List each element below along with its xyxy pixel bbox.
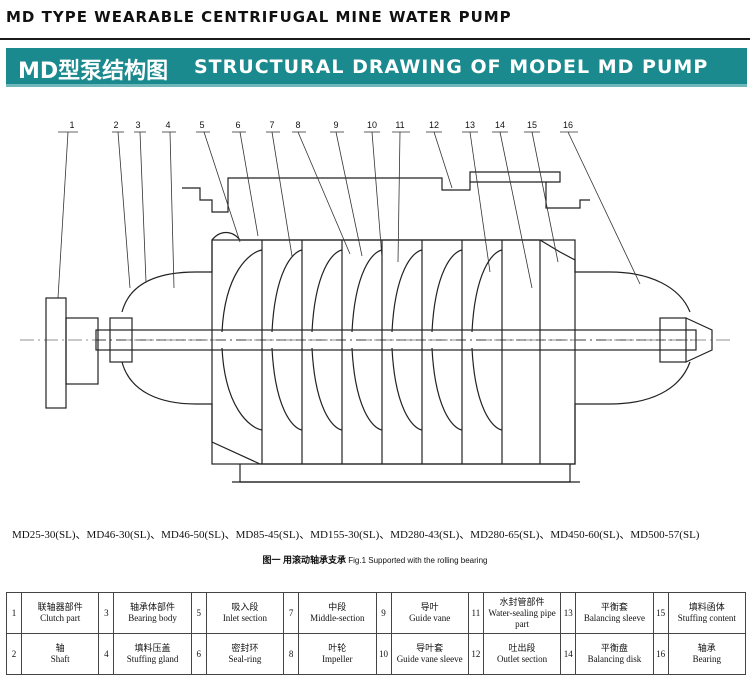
callout-2: 2 — [113, 120, 118, 130]
callout-6: 6 — [235, 120, 240, 130]
model-list: MD25-30(SL)、MD46-30(SL)、MD46-50(SL)、MD85… — [12, 529, 700, 541]
part-number: 10 — [375, 633, 392, 675]
callout-4: 4 — [165, 120, 170, 130]
part-name-en: Guide vane — [409, 613, 451, 623]
callout-1: 1 — [69, 120, 74, 130]
part-name-cn: 密封环 — [231, 643, 259, 653]
part-number: 15 — [652, 592, 669, 634]
part-name-cn: 吐出段 — [508, 643, 536, 653]
section-banner: MD型泵结构图 STRUCTURAL DRAWING OF MODEL MD P… — [6, 48, 747, 87]
part-name-cn: 轴承体部件 — [130, 602, 176, 612]
title-rule — [0, 38, 750, 40]
callout-13: 13 — [465, 120, 475, 130]
part-name-en: Balancing disk — [587, 654, 642, 664]
part-number: 6 — [190, 633, 207, 675]
callout-16: 16 — [563, 120, 573, 130]
part-name-en: Water-sealing pipe part — [488, 607, 556, 629]
callout-9: 9 — [333, 120, 338, 130]
part-number: 2 — [6, 633, 22, 675]
callout-3: 3 — [135, 120, 140, 130]
part-name-cn: 填料压盖 — [134, 643, 171, 653]
caption-en: Fig.1 Supported with the rolling bearing — [348, 556, 488, 565]
part-name-en: Seal-ring — [228, 654, 262, 664]
part-name-en: Stuffing content — [677, 613, 736, 623]
part-name-en: Clutch part — [40, 613, 81, 623]
part-name-en: Outlet section — [496, 654, 548, 664]
part-number: 12 — [467, 633, 484, 675]
callout-11: 11 — [395, 120, 404, 130]
page-title: MD TYPE WEARABLE CENTRIFUGAL MINE WATER … — [6, 8, 512, 26]
callout-14: 14 — [495, 120, 505, 130]
part-name-cn: 中段 — [328, 602, 347, 612]
part-number: 16 — [652, 633, 669, 675]
part-number: 11 — [467, 592, 484, 634]
part-name-en: Stuffing gland — [126, 654, 179, 664]
part-number: 4 — [98, 633, 115, 675]
part-number: 1 — [6, 592, 22, 634]
part-number: 9 — [375, 592, 392, 634]
part-name-en: Guide vane sleeve — [396, 654, 463, 664]
part-number: 13 — [560, 592, 577, 634]
part-name-cn: 叶轮 — [328, 643, 347, 653]
part-name-cn: 吸入段 — [231, 602, 259, 612]
part-number: 5 — [190, 592, 207, 634]
part-name-en: Bearing body — [128, 613, 177, 623]
part-name-cn: 填料函体 — [688, 602, 725, 612]
part-number: 3 — [98, 592, 115, 634]
part-number: 14 — [560, 633, 577, 675]
callout-5: 5 — [199, 120, 204, 130]
caption-cn: 图一 用滚动轴承支承 — [262, 555, 347, 565]
part-name-cn: 平衡套 — [600, 602, 628, 612]
part-name-cn: 导叶 — [420, 602, 439, 612]
part-name-en: Inlet section — [222, 613, 268, 623]
part-name-cn: 导叶套 — [416, 643, 444, 653]
callout-10: 10 — [367, 120, 377, 130]
part-name-en: Balancing sleeve — [583, 613, 646, 623]
banner-title-en: STRUCTURAL DRAWING OF MODEL MD PUMP — [194, 56, 709, 78]
banner-title-cn: MD型泵结构图 — [18, 59, 169, 84]
part-name-cn: 水封管部件 — [499, 596, 545, 607]
pump-drawing: 1 2 3 4 5 6 7 8 9 10 11 12 13 14 15 16 — [20, 120, 730, 483]
callout-8: 8 — [295, 120, 300, 130]
part-name-en: Bearing — [692, 654, 722, 664]
part-name-en: Shaft — [50, 654, 70, 664]
callout-15: 15 — [527, 120, 537, 130]
part-name-en: Middle-section — [310, 613, 365, 623]
figure-caption: 图一 用滚动轴承支承 Fig.1 Supported with the roll… — [0, 553, 750, 566]
part-name-cn: 平衡盘 — [600, 643, 628, 653]
part-number: 8 — [283, 633, 300, 675]
part-name-cn: 轴 — [55, 643, 65, 653]
part-name-cn: 轴承 — [697, 643, 716, 653]
part-name-en: Impeller — [322, 654, 353, 664]
part-number: 7 — [283, 592, 300, 634]
callout-12: 12 — [429, 120, 439, 130]
callout-7: 7 — [269, 120, 274, 130]
part-name-cn: 联轴器部件 — [37, 602, 83, 612]
